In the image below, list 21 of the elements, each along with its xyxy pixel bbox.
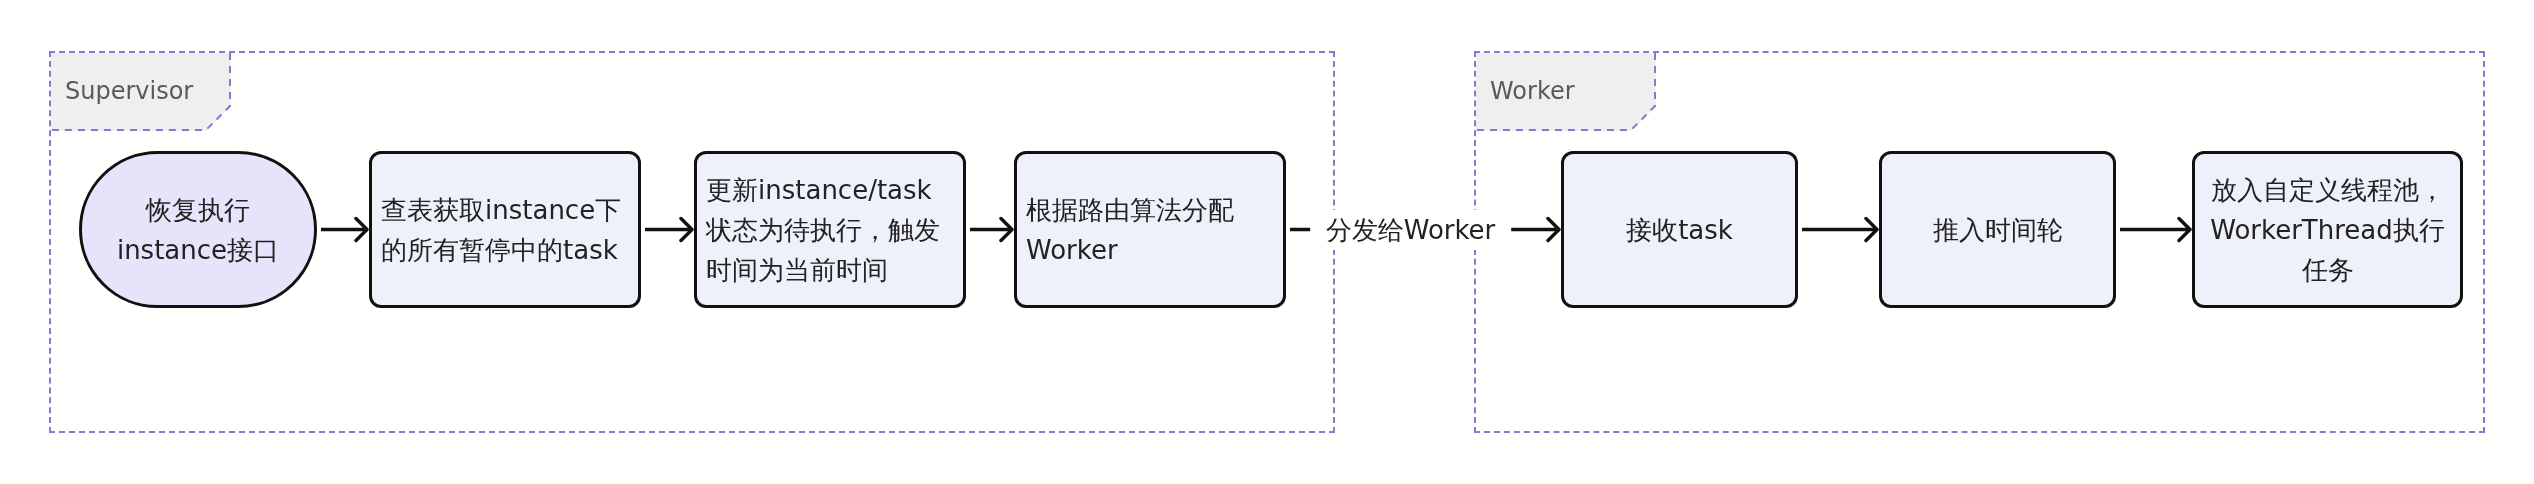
node-label: 恢复执行instance接口 — [115, 193, 281, 267]
process-box — [1014, 151, 1286, 308]
swimlane-title: Supervisor — [65, 76, 194, 107]
node-label: 根据路由算法分配Worker — [1026, 193, 1235, 267]
process-box — [1561, 151, 1798, 308]
edge-label: 分发给Worker — [1309, 209, 1512, 250]
arrow — [645, 216, 694, 243]
process-box — [2192, 151, 2463, 308]
arrow — [1802, 216, 1879, 243]
arrow — [321, 216, 369, 243]
process-box — [694, 151, 966, 308]
process-box — [1879, 151, 2116, 308]
swimlane-title: Worker — [1490, 76, 1575, 107]
arrow — [970, 216, 1014, 243]
node-label: 接收task — [1626, 213, 1733, 247]
arrow — [2120, 216, 2192, 243]
node-label: 放入自定义线程池，WorkerThread执行任务 — [2209, 173, 2446, 287]
node-label: 推入时间轮 — [1932, 213, 2063, 247]
process-box — [369, 151, 641, 308]
node-label: 查表获取instance下的所有暂停中的task — [381, 193, 623, 267]
node-label: 更新instance/task状态为待执行，触发时间为当前时间 — [706, 173, 941, 287]
